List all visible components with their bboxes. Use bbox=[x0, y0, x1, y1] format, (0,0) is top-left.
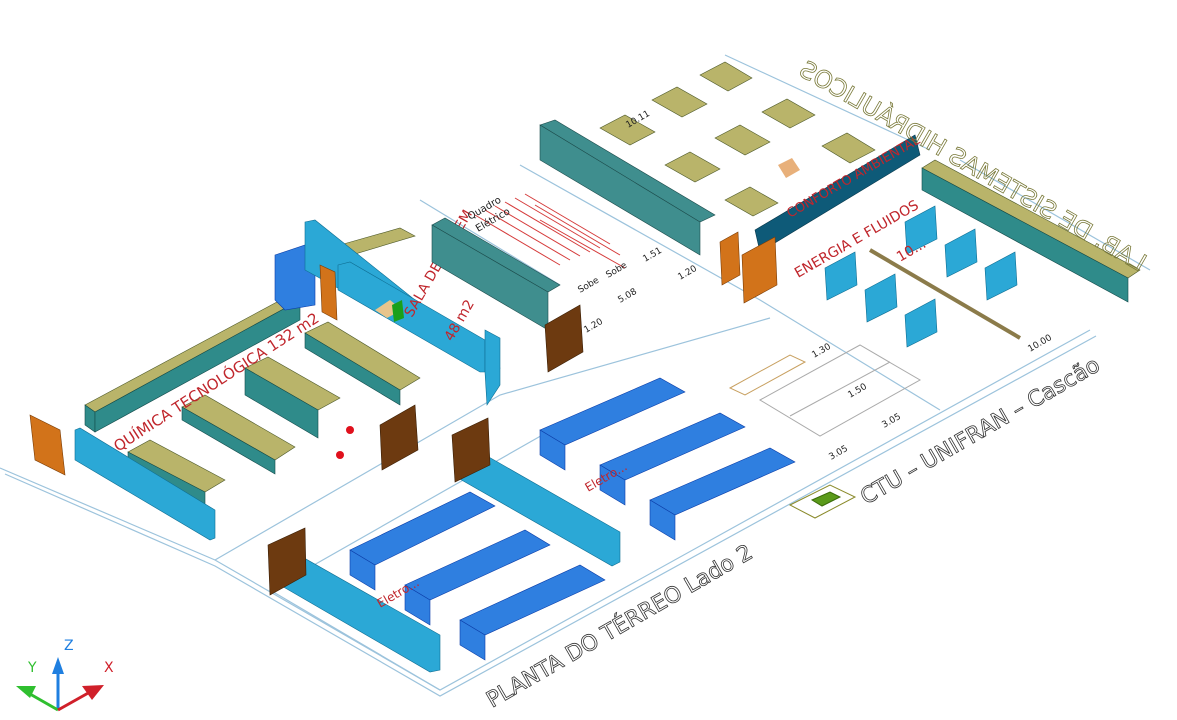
drawing-subtitle: CTU – UNIFRAN – Cascão bbox=[857, 353, 1105, 511]
dimension: 5.08 bbox=[617, 287, 640, 306]
ucs-x-label: X bbox=[104, 660, 114, 676]
dimension: 3.05 bbox=[828, 444, 850, 463]
dimension: 1.20 bbox=[677, 264, 700, 283]
drawing-title: PLANTA DO TÉRREO Lado 2 bbox=[482, 539, 757, 713]
ucs-y-label: Y bbox=[27, 660, 37, 676]
dimension: 1.20 bbox=[583, 317, 606, 336]
dimension: 1.50 bbox=[847, 382, 870, 401]
dimension: 10.00 bbox=[1027, 333, 1055, 355]
floor-outlines bbox=[0, 54, 1151, 697]
chemistry-lab: QUÍMICA TECNOLÓGICA 132 m2 bbox=[29, 227, 421, 541]
x-axis-arrow-icon bbox=[82, 685, 104, 700]
y-axis-arrow-icon bbox=[16, 686, 36, 698]
ucs-z-label: Z bbox=[64, 638, 74, 654]
dimension: 1.30 bbox=[811, 342, 834, 361]
computer-labs: Eletro... Eletro... bbox=[267, 377, 796, 673]
z-axis-arrow-icon bbox=[52, 657, 64, 674]
dimension: 1.51 bbox=[642, 246, 664, 265]
stairs-label: Sobe bbox=[577, 275, 602, 295]
restrooms bbox=[728, 344, 922, 519]
dimension: 3.05 bbox=[881, 412, 903, 431]
ucs-icon: Z Y X bbox=[16, 638, 114, 712]
energy-fluids-lab: ENERGIA E FLUIDOS 10... bbox=[792, 159, 1141, 348]
